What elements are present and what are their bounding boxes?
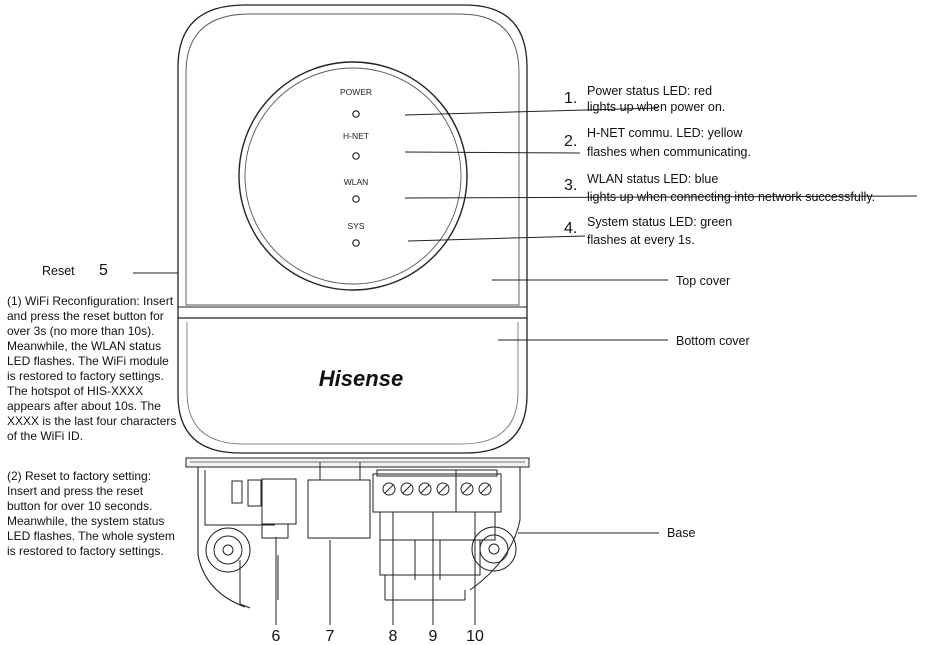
callout-4-line1: System status LED: green: [587, 215, 732, 229]
callout-3-number: 3.: [564, 177, 577, 194]
wlan-led: [352, 195, 360, 203]
sys-led: [352, 239, 360, 247]
callout-4-line2: flashes at every 1s.: [587, 233, 695, 247]
callout-2-number: 2.: [564, 133, 577, 150]
led-label-power: POWER: [340, 87, 372, 97]
callout-2-line1: H-NET commu. LED: yellow: [587, 126, 743, 140]
part-number-10: 10: [466, 628, 484, 645]
brand-logo: Hisense: [319, 366, 403, 391]
base-label: Base: [667, 526, 696, 540]
reset-label: Reset: [42, 264, 75, 278]
callout-1-number: 1.: [564, 90, 577, 107]
device-housing: [177, 4, 528, 454]
power-led: [352, 110, 360, 118]
led-label-wlan: WLAN: [344, 177, 369, 187]
led-label-sys: SYS: [347, 221, 364, 231]
callout-1-line1: Power status LED: red: [587, 84, 712, 98]
callout-4-number: 4.: [564, 220, 577, 237]
callout-3-line1: WLAN status LED: blue: [587, 172, 718, 186]
part-number-9: 9: [429, 628, 438, 645]
reset-factory-setting-text: (2) Reset to factory setting: Insert and…: [7, 469, 175, 558]
reset-number: 5: [99, 262, 108, 279]
part-number-6: 6: [272, 628, 281, 645]
reset-wifi-reconfiguration-text: (1) WiFi Reconfiguration: Insert and pre…: [7, 294, 177, 443]
bottom-cover-label: Bottom cover: [676, 334, 750, 348]
top-cover-label: Top cover: [676, 274, 730, 288]
device-base: [185, 457, 530, 609]
part-number-7: 7: [326, 628, 335, 645]
led-label-hnet: H-NET: [343, 131, 369, 141]
leader-lines: [133, 107, 918, 625]
callout-3-line2: lights up when connecting into network s…: [587, 190, 875, 204]
callout-1-line2: lights up when power on.: [587, 100, 725, 114]
terminal-screws: [382, 482, 492, 496]
hnet-led: [352, 152, 360, 160]
callout-2-line2: flashes when communicating.: [587, 145, 751, 159]
led-window: [238, 61, 468, 291]
part-number-8: 8: [389, 628, 398, 645]
